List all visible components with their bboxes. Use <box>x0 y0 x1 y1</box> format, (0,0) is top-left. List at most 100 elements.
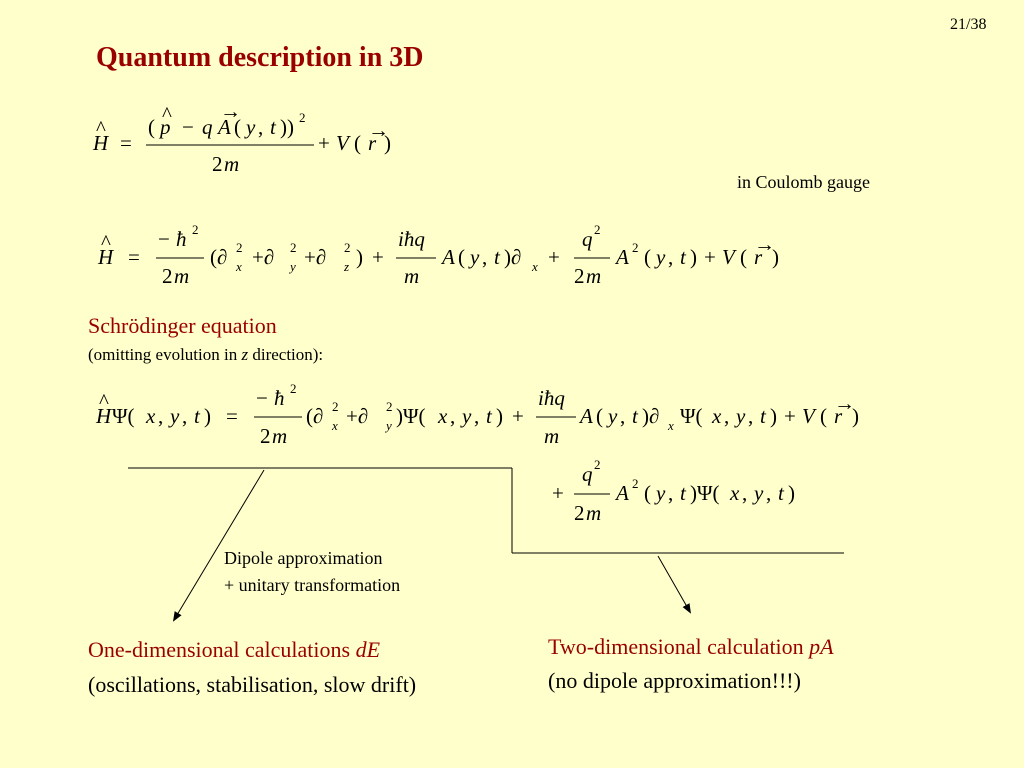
one-dim-heading: One-dimensional calculations dE <box>88 637 380 663</box>
svg-text:2: 2 <box>574 264 585 288</box>
svg-text:,: , <box>620 404 625 428</box>
svg-text:−: − <box>256 386 268 410</box>
svg-text:t: t <box>760 404 767 428</box>
svg-text:(: ( <box>644 481 651 505</box>
dipole-note-line1: Dipole approximation <box>224 548 383 568</box>
svg-text:H: H <box>95 404 113 428</box>
svg-text:y: y <box>606 404 618 428</box>
svg-text:,: , <box>482 245 487 269</box>
svg-text:t: t <box>778 481 785 505</box>
svg-text:y: y <box>244 115 256 139</box>
page-number: 21/38 <box>950 16 987 33</box>
svg-text:r: r <box>368 131 377 155</box>
svg-text:r: r <box>834 404 843 428</box>
svg-text:→: → <box>220 99 241 123</box>
svg-text:x: x <box>711 404 722 428</box>
svg-text:(: ( <box>148 115 155 139</box>
svg-text:2: 2 <box>594 222 601 237</box>
svg-text:x: x <box>437 404 448 428</box>
svg-text:m: m <box>272 424 287 448</box>
svg-text:y: y <box>168 404 180 428</box>
svg-text:+: + <box>318 131 330 155</box>
svg-text:2: 2 <box>386 399 393 414</box>
svg-text:−: − <box>158 227 170 251</box>
svg-text:(: ( <box>458 245 465 269</box>
arrow-to-two-dim <box>657 555 691 614</box>
svg-text:2: 2 <box>212 152 223 176</box>
svg-text:r: r <box>754 245 763 269</box>
svg-text:=: = <box>226 404 238 428</box>
svg-text:): ) <box>204 404 211 428</box>
svg-text:x: x <box>331 418 338 433</box>
svg-text:): ) <box>770 404 777 428</box>
sub-prefix: (omitting evolution in <box>88 345 242 364</box>
svg-text:^: ^ <box>162 102 172 126</box>
svg-text:A: A <box>614 245 629 269</box>
svg-text:z: z <box>343 259 349 274</box>
svg-text:y: y <box>654 245 666 269</box>
sub-variable: z <box>241 345 249 364</box>
svg-text:+: + <box>548 245 560 269</box>
svg-text:+: + <box>704 245 716 269</box>
svg-text:→: → <box>368 118 389 142</box>
svg-text:t: t <box>680 245 687 269</box>
svg-text:2: 2 <box>594 457 601 472</box>
svg-text:^: ^ <box>96 116 106 140</box>
svg-text:V: V <box>722 245 737 269</box>
svg-text:→: → <box>834 391 855 415</box>
svg-text:−: − <box>182 115 194 139</box>
svg-text:)∂: )∂ <box>642 404 659 428</box>
svg-text:,: , <box>668 481 673 505</box>
svg-text:y: y <box>384 418 392 433</box>
svg-text:q: q <box>582 462 593 486</box>
svg-text:H: H <box>92 131 110 155</box>
two-dim-label: Two-dimensional calculation <box>548 634 810 659</box>
svg-text:+∂: +∂ <box>346 404 368 428</box>
svg-text:): ) <box>690 245 697 269</box>
svg-text:m: m <box>586 501 601 525</box>
svg-text:(: ( <box>740 245 747 269</box>
svg-text:t: t <box>494 245 501 269</box>
svg-text:,: , <box>724 404 729 428</box>
svg-text:t: t <box>680 481 687 505</box>
svg-text:q: q <box>582 227 593 251</box>
svg-text:Ψ(: Ψ( <box>680 404 703 428</box>
svg-text:2: 2 <box>332 399 339 414</box>
svg-text:2: 2 <box>632 240 639 255</box>
svg-text:y: y <box>654 481 666 505</box>
svg-text:t: t <box>194 404 201 428</box>
svg-text:iħq: iħq <box>398 227 425 251</box>
svg-text:,: , <box>258 115 263 139</box>
svg-text:A: A <box>614 481 629 505</box>
svg-text:m: m <box>544 424 559 448</box>
svg-text:A: A <box>216 115 231 139</box>
svg-text:y: y <box>734 404 746 428</box>
svg-text:(∂: (∂ <box>306 404 323 428</box>
svg-text:=: = <box>128 245 140 269</box>
svg-text:t: t <box>632 404 639 428</box>
svg-text:,: , <box>748 404 753 428</box>
svg-text:2: 2 <box>574 501 585 525</box>
two-dim-heading: Two-dimensional calculation pA <box>548 634 834 660</box>
svg-text:(∂: (∂ <box>210 245 227 269</box>
dipole-note-line2: + unitary transformation <box>224 575 401 595</box>
svg-text:ħ: ħ <box>274 386 285 410</box>
svg-text:+: + <box>372 245 384 269</box>
svg-text:(: ( <box>354 131 361 155</box>
svg-text:)Ψ(: )Ψ( <box>690 481 719 505</box>
svg-text:2: 2 <box>290 381 297 396</box>
svg-text:=: = <box>120 131 132 155</box>
svg-text:y: y <box>288 259 296 274</box>
svg-text:+: + <box>784 404 796 428</box>
svg-text:): ) <box>772 245 779 269</box>
svg-text:,: , <box>742 481 747 505</box>
svg-text:,: , <box>450 404 455 428</box>
svg-text:2: 2 <box>344 240 351 255</box>
svg-text:+∂: +∂ <box>304 245 326 269</box>
svg-text:y: y <box>468 245 480 269</box>
svg-text:,: , <box>766 481 771 505</box>
svg-text:x: x <box>145 404 156 428</box>
